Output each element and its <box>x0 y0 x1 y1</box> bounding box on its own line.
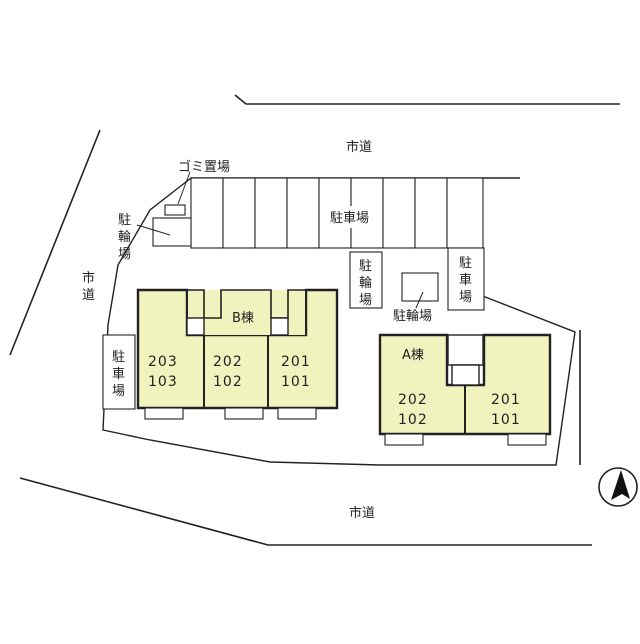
road-north-label: 市道 <box>346 139 372 155</box>
parking-left-box <box>102 334 136 410</box>
svg-text:輪: 輪 <box>118 229 131 245</box>
svg-text:駐: 駐 <box>112 350 125 365</box>
b-unit-1-bottom: 103 <box>148 374 178 390</box>
svg-text:駐: 駐 <box>359 259 372 274</box>
svg-text:場: 場 <box>118 247 131 262</box>
parking-right-label: 駐 車 場 <box>459 256 472 305</box>
bike-left-label: 駐 輪 場 <box>118 213 131 262</box>
road-west-label: 道 <box>82 288 95 303</box>
parking-left-label: 駐 車 場 <box>112 350 125 399</box>
svg-text:駐: 駐 <box>118 213 131 228</box>
building-b-name: B棟 <box>232 311 254 326</box>
b-unit-2-bottom: 102 <box>213 374 243 390</box>
site-boundary <box>102 177 576 466</box>
parking-stalls <box>190 177 484 249</box>
b-unit-2-top: 202 <box>213 354 243 370</box>
road-west-label-1: 市 <box>82 270 95 286</box>
parking-main-label-bg <box>326 206 380 228</box>
bike-a-label: 駐輪場 <box>393 308 432 324</box>
building-a-name: A棟 <box>402 348 424 363</box>
parking-right-box <box>447 247 485 311</box>
a-unit-2-top: 201 <box>491 392 521 408</box>
b-unit-3-bottom: 101 <box>281 374 311 390</box>
bike-a-leader <box>415 291 424 309</box>
a-unit-2-bottom: 101 <box>491 412 521 428</box>
svg-text:輪: 輪 <box>359 275 372 291</box>
building-b <box>136 288 339 410</box>
garbage-leader <box>177 171 191 205</box>
svg-text:場: 場 <box>459 290 472 305</box>
bike-left-leader <box>136 224 171 236</box>
road-south-label: 市道 <box>349 505 375 521</box>
garbage-box <box>164 204 186 216</box>
b-unit-3-top: 201 <box>281 354 311 370</box>
svg-text:車: 車 <box>459 273 472 288</box>
a-unit-1-top: 202 <box>398 392 428 408</box>
bike-center-label: 駐 輪 場 <box>359 259 372 308</box>
building-a <box>378 333 552 436</box>
svg-text:場: 場 <box>112 384 125 399</box>
north-arrow-icon <box>598 467 638 507</box>
bike-center-box <box>349 251 383 309</box>
parking-main-label: 駐車場 <box>330 211 369 226</box>
svg-text:道: 道 <box>82 288 95 303</box>
svg-text:場: 場 <box>359 293 372 308</box>
svg-text:車: 車 <box>112 367 125 382</box>
bike-a-box <box>401 272 439 302</box>
building-a-steps <box>384 433 547 446</box>
garbage-label: ゴミ置場 <box>178 159 230 175</box>
a-unit-1-bottom: 102 <box>398 412 428 428</box>
building-b-steps <box>144 407 317 420</box>
svg-text:駐: 駐 <box>459 256 472 271</box>
b-unit-1-top: 203 <box>148 354 178 370</box>
